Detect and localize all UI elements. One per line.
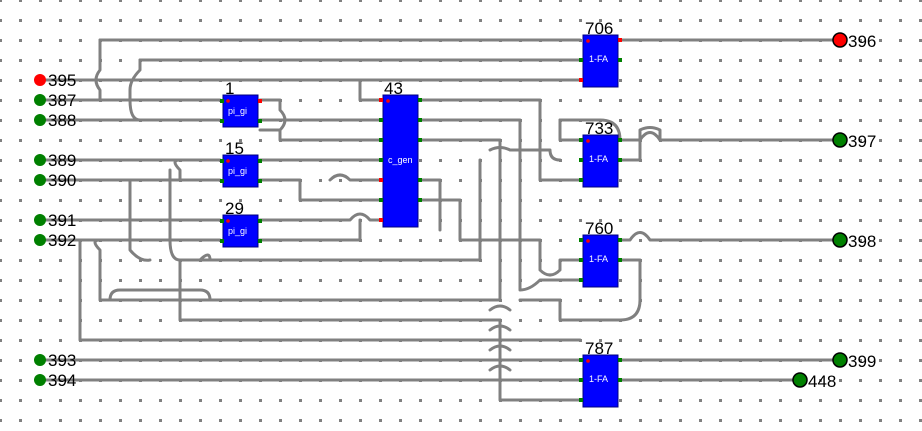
input-port-394[interactable]: 394	[34, 371, 76, 390]
output-label: 448	[808, 372, 836, 391]
output-port-396[interactable]: 396	[832, 32, 876, 51]
block-1[interactable]: 1 pi_gi	[220, 79, 262, 128]
wire	[198, 253, 212, 262]
block-name: pi_gi	[228, 106, 247, 116]
wire	[618, 126, 662, 162]
wire	[258, 98, 287, 132]
input-label: 393	[48, 351, 76, 370]
block-29[interactable]: 29 pi_gi	[220, 199, 262, 248]
wire	[488, 364, 512, 372]
wire	[488, 304, 512, 312]
output-port-397[interactable]: 397	[832, 132, 876, 151]
block-id: 760	[585, 219, 613, 238]
input-port-388[interactable]: 388	[34, 111, 76, 130]
output-port-399[interactable]: 399	[832, 352, 876, 371]
block-706[interactable]: 706 1-FA	[579, 19, 622, 88]
block-id: 787	[585, 339, 613, 358]
wire	[258, 178, 382, 202]
wire	[488, 344, 512, 352]
block-43[interactable]: 43 c_gen	[379, 79, 422, 228]
input-port-395[interactable]: 395	[34, 71, 76, 90]
input-port-392[interactable]: 392	[34, 231, 76, 250]
wire	[258, 212, 382, 222]
block-id: 29	[225, 199, 244, 218]
input-label: 387	[48, 91, 76, 110]
wire	[558, 258, 642, 322]
wire	[94, 38, 102, 102]
wire	[358, 78, 382, 102]
block-name: 1-FA	[589, 374, 608, 384]
input-port-390[interactable]: 390	[34, 171, 76, 190]
block-id: 43	[384, 79, 403, 98]
input-label: 391	[48, 211, 76, 230]
input-label: 388	[48, 111, 76, 130]
input-label: 394	[48, 371, 76, 390]
wire	[418, 138, 502, 302]
wire	[108, 288, 212, 302]
block-name: 1-FA	[589, 54, 608, 64]
wire	[278, 128, 382, 142]
block-id: 733	[585, 119, 613, 138]
block-733[interactable]: 733 1-FA	[579, 119, 622, 188]
block-id: 1	[225, 79, 234, 98]
block-760[interactable]: 760 1-FA	[579, 219, 622, 288]
input-port-393[interactable]: 393	[34, 351, 76, 370]
output-port-398[interactable]: 398	[832, 232, 876, 251]
wires	[38, 38, 842, 402]
blocks: 1 pi_gi 15 pi_gi 29 pi_gi	[220, 19, 622, 408]
wire	[173, 158, 182, 182]
block-name: 1-FA	[589, 254, 608, 264]
wire	[178, 258, 502, 322]
block-id: 706	[585, 19, 613, 38]
input-label: 390	[48, 171, 76, 190]
input-port-389[interactable]: 389	[34, 151, 76, 170]
input-label: 395	[48, 71, 76, 90]
wire	[558, 118, 582, 142]
block-15[interactable]: 15 pi_gi	[220, 139, 262, 188]
wire	[168, 158, 482, 262]
block-name: 1-FA	[589, 154, 608, 164]
wire	[618, 231, 842, 242]
wire	[488, 324, 512, 332]
block-name: pi_gi	[228, 226, 247, 236]
wire	[418, 118, 582, 292]
output-port-448[interactable]: 448	[792, 372, 836, 391]
wire	[93, 238, 502, 302]
output-label: 396	[848, 32, 876, 51]
wire	[558, 118, 842, 142]
wire	[128, 178, 152, 262]
wire	[418, 98, 582, 182]
input-port-387[interactable]: 387	[34, 91, 76, 110]
output-label: 397	[848, 132, 876, 151]
wire	[258, 218, 362, 242]
wire	[328, 173, 382, 182]
output-label: 399	[848, 352, 876, 371]
block-787[interactable]: 787 1-FA	[579, 339, 622, 408]
input-port-391[interactable]: 391	[34, 211, 76, 230]
ports: 395 387 388 389 390 391 392 393	[34, 32, 876, 391]
input-label: 392	[48, 231, 76, 250]
output-label: 398	[848, 232, 876, 251]
wire	[418, 198, 582, 277]
block-name: pi_gi	[228, 166, 247, 176]
wire	[488, 146, 562, 162]
wire	[418, 178, 442, 232]
wire	[78, 238, 502, 342]
block-id: 15	[225, 139, 244, 158]
input-label: 389	[48, 151, 76, 170]
wire	[128, 58, 142, 122]
block-name: c_gen	[388, 155, 413, 165]
